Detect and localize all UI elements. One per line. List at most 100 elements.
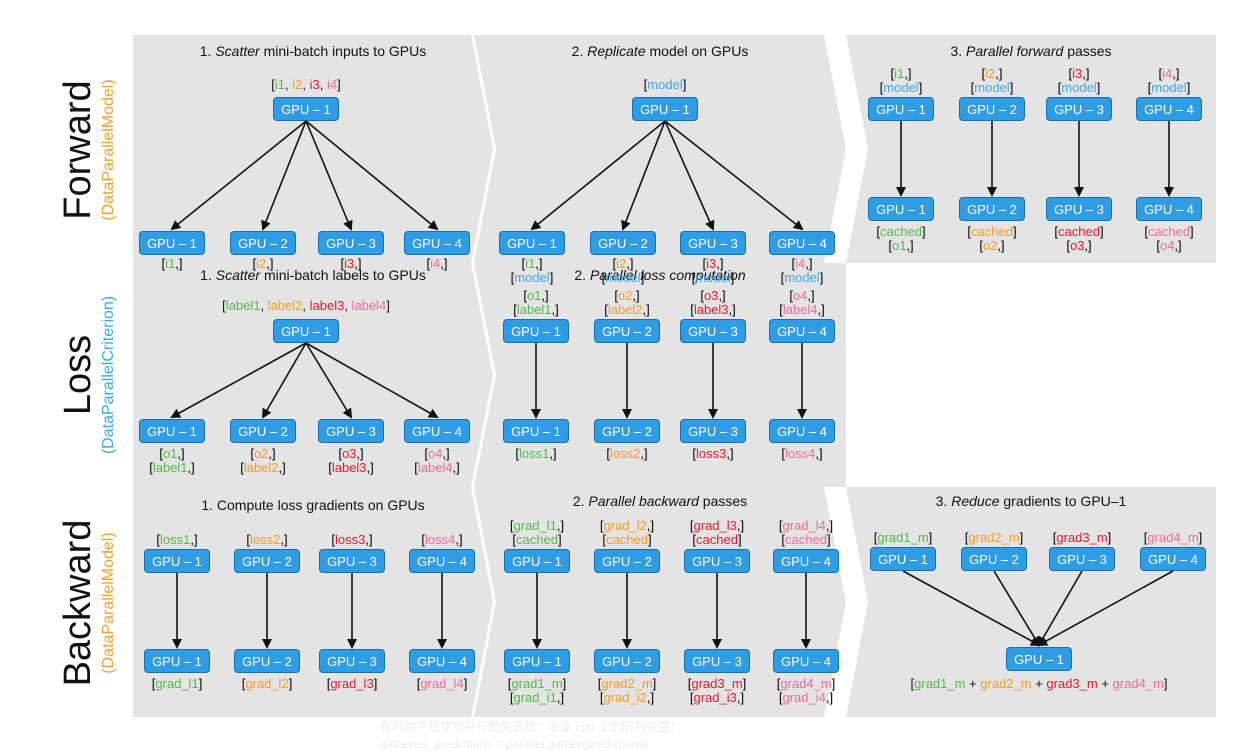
gpu-replica: GPU – 2: [230, 419, 296, 443]
gpu-output-label-line: [grad2_m]: [597, 676, 657, 691]
gpu-input-label-line: [loss2,]: [246, 532, 288, 547]
gpu-output-label-line: [o1,]: [159, 446, 185, 461]
gpu-input-label-line: [grad_l4,]: [778, 518, 834, 533]
gpu-output-label: [grad_l3]: [327, 677, 378, 691]
gpu-replica: GPU – 3: [680, 231, 746, 255]
gpu-output-label-line: [cached]: [876, 224, 926, 239]
panel-title-l2: 2. Parallel loss computation: [574, 267, 746, 283]
gpu-replica: GPU – 4: [404, 231, 470, 255]
gpu-output-label-line: [grad_i3,]: [689, 690, 745, 705]
gpu-bottom: GPU – 3: [680, 419, 746, 443]
gpu-input-label-line: [label4,]: [779, 302, 825, 317]
section-loss-title: Loss: [57, 334, 99, 416]
gpu-output-label: [i3,][model]: [692, 257, 735, 285]
gpu-input-label-line: [grad3_m]: [1052, 530, 1112, 545]
gpu-output-label-line: [model]: [691, 270, 735, 285]
gpu-bottom: GPU – 2: [234, 649, 300, 673]
source-input-label: [label1, label2, label3, label4]: [222, 298, 390, 313]
gpu-input-label-line: [grad_l3,]: [689, 518, 745, 533]
panel-title-b3: 3. Reduce gradients to GPU–1: [935, 493, 1127, 509]
gpu-output-label: [o3,][label3,]: [328, 447, 374, 475]
gpu-source: GPU – 1: [632, 97, 698, 121]
gpu-output-label-line: [model]: [780, 270, 824, 285]
gpu-input-label-line: [cached]: [602, 532, 652, 547]
gpu-output-label: [loss4,]: [781, 447, 822, 461]
gpu-output-label-line: [loss1,]: [515, 446, 557, 461]
gpu-output-label-line: [label4,]: [414, 460, 460, 475]
panel-title-b2: 2. Parallel backward passes: [572, 493, 748, 509]
gpu-input-label-line: [grad_l2,]: [599, 518, 655, 533]
reduced-gradient-label: [grad1_m + grad2_m + grad3_m + grad4_m]: [910, 676, 1168, 691]
gpu-output-label-line: [grad3_m]: [687, 676, 747, 691]
gpu-source: GPU – 1: [273, 97, 339, 121]
panel-bg: [133, 487, 493, 717]
gpu-input-label: [i4,][model]: [1148, 67, 1191, 95]
gpu-input-label-line: [model]: [879, 80, 923, 95]
gpu-input-label: [i2,][model]: [971, 67, 1014, 95]
gpu-output-label: [grad_l1]: [152, 677, 203, 691]
gpu-output-label: [o1,][label1,]: [149, 447, 195, 475]
gpu-replica: GPU – 1: [139, 419, 205, 443]
gpu-bottom: GPU – 4: [773, 649, 839, 673]
gpu-top: GPU – 1: [870, 547, 936, 571]
gpu-top: GPU – 3: [1049, 547, 1115, 571]
section-forward-subtitle: (DataParallelModel): [100, 79, 117, 221]
gpu-output-label-line: [grad_l4]: [416, 676, 468, 691]
gpu-bottom: GPU – 1: [868, 197, 934, 221]
source-input-label: [model]: [644, 78, 687, 92]
gpu-top: GPU – 2: [234, 549, 300, 573]
gpu-output-label-line: [label2,]: [240, 460, 286, 475]
source-input-label-line: [model]: [643, 77, 687, 92]
panel-b2: 2. Parallel backward passes: [474, 487, 846, 717]
gpu-input-label: [o4,][label4,]: [779, 289, 825, 317]
gpu-input-label: [loss3,]: [331, 533, 372, 547]
gpu-output-label: [cached][o2,]: [967, 225, 1016, 253]
gpu-replica: GPU – 3: [318, 231, 384, 255]
gpu-bottom: GPU – 3: [684, 649, 750, 673]
gpu-input-label: [grad3_m]: [1053, 531, 1112, 545]
gpu-bottom: GPU – 4: [409, 649, 475, 673]
section-backward-subtitle: (DataParallelModel): [100, 532, 117, 674]
gpu-output-label: [i1,][model]: [511, 257, 554, 285]
gpu-input-label: [loss4,]: [421, 533, 462, 547]
gpu-bottom: GPU – 2: [959, 197, 1025, 221]
gpu-input-label-line: [loss1,]: [156, 532, 198, 547]
panel-title-l1: 1. Scatter mini-batch labels to GPUs: [200, 267, 426, 283]
gpu-output-label-line: [i2,]: [252, 256, 274, 271]
gpu-input-label-line: [o1,]: [523, 288, 549, 303]
gpu-output-label: [i4,][model]: [781, 257, 824, 285]
gpu-replica: GPU – 1: [139, 231, 205, 255]
gpu-output-label-line: [o2,]: [250, 446, 276, 461]
gpu-output-label-line: [cached]: [1144, 224, 1194, 239]
watermark-line-2: gathered_predictions = parallel.gather(p…: [380, 737, 648, 751]
gpu-input-label: [o3,][label3,]: [690, 289, 736, 317]
gpu-bottom: GPU – 4: [769, 419, 835, 443]
gpu-top: GPU – 1: [503, 319, 569, 343]
gpu-output-label: [i2,][model]: [602, 257, 645, 285]
section-loss-subtitle: (DataParallelCriterion): [100, 295, 117, 455]
panel-title-b1: 1. Compute loss gradients on GPUs: [201, 497, 425, 513]
gpu-output-label: [grad4_m][grad_i4,]: [777, 677, 836, 705]
gpu-output-label: [o4,][label4,]: [414, 447, 460, 475]
panel-bg: [133, 35, 493, 263]
gpu-replica: GPU – 2: [590, 231, 656, 255]
gpu-input-label: [o1,][label1,]: [513, 289, 559, 317]
gpu-output-label-line: [o4,]: [424, 446, 450, 461]
gpu-output-label-line: [loss4,]: [781, 446, 823, 461]
gpu-output-label-line: [loss3,]: [692, 446, 734, 461]
gpu-input-label-line: [o3,]: [700, 288, 726, 303]
gpu-input-label: [grad_l2,][cached]: [600, 519, 654, 547]
gpu-input-label: [loss2,]: [246, 533, 287, 547]
gpu-top: GPU – 4: [1136, 97, 1202, 121]
section-forward-title: Forward: [57, 80, 99, 220]
gpu-input-label-line: [cached]: [512, 532, 562, 547]
gpu-replica: GPU – 3: [318, 419, 384, 443]
gpu-output-label-line: [grad4_m]: [776, 676, 836, 691]
gpu-bottom: GPU – 1: [503, 419, 569, 443]
gpu-input-label: [i1,][model]: [880, 67, 923, 95]
gpu-input-label-line: [cached]: [781, 532, 831, 547]
panel-title-f3: 3. Parallel forward passes: [950, 43, 1112, 59]
gpu-top: GPU – 1: [504, 549, 570, 573]
gpu-output-label-line: [o4,]: [1156, 238, 1182, 253]
gpu-input-label-line: [grad4_m]: [1143, 530, 1203, 545]
